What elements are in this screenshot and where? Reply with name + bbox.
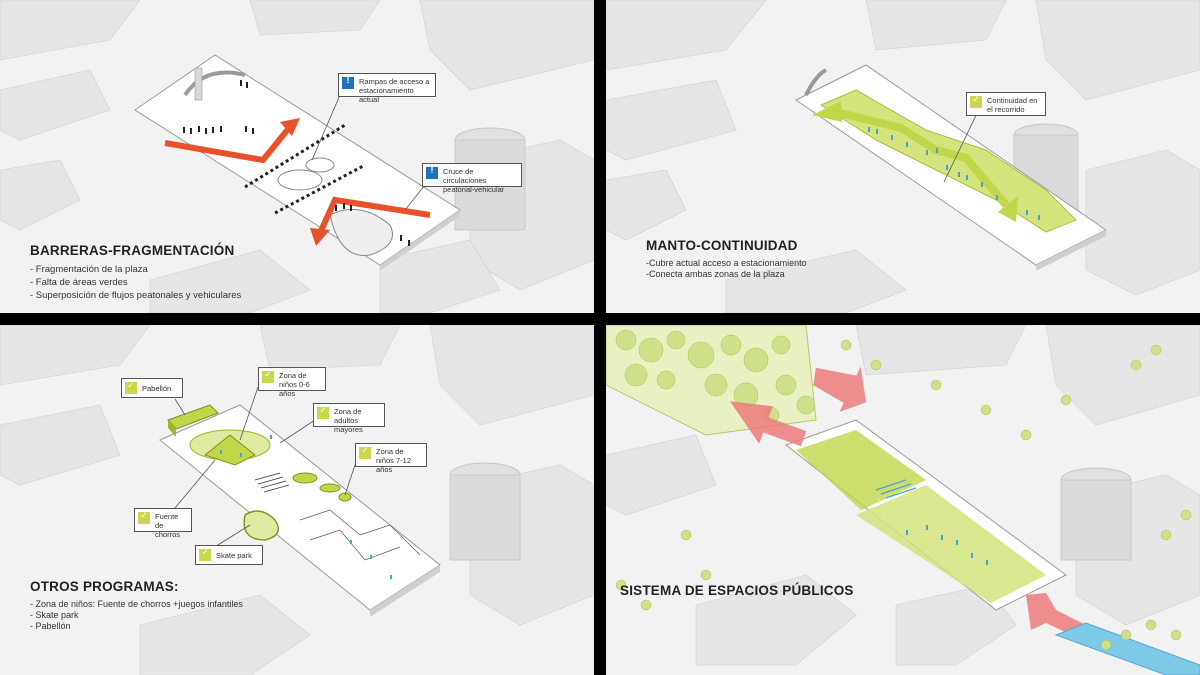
bullet-item: - Fragmentación de la plaza <box>30 264 148 275</box>
callout-continuidad: Continuidad en el recorrido <box>966 92 1046 116</box>
panel-title: OTROS PROGRAMAS: <box>30 579 179 594</box>
panel-barreras: Rampas de acceso a estacionamiento actua… <box>0 0 594 313</box>
callout-pabellon-text: Pabellón <box>142 384 172 393</box>
manto-diagram <box>606 0 1200 313</box>
callout-ninos-712-text: Zona de niños 7-12 años <box>376 447 412 474</box>
bullet-item: -Cubre actual acceso a estacionamiento <box>646 258 807 268</box>
callout-cruce: Cruce de circulaciones peatonal-vehicula… <box>422 163 522 194</box>
callout-skate: Skate park <box>195 545 263 565</box>
check-icon <box>970 96 982 108</box>
bullet-item: - Pabellón <box>30 621 71 631</box>
callout-fuente-text: Fuente de chorros <box>155 512 181 539</box>
check-icon <box>317 407 329 419</box>
otros-diagram <box>0 325 594 675</box>
callout-rampas: Rampas de acceso a estacionamiento actua… <box>338 73 436 104</box>
check-icon <box>199 549 211 561</box>
barreras-diagram <box>0 0 594 313</box>
check-icon <box>262 371 274 383</box>
callout-fuente: Fuente de chorros <box>134 508 192 539</box>
callout-ninos-712: Zona de niños 7-12 años <box>355 443 427 474</box>
sistema-diagram <box>606 325 1200 675</box>
callout-pabellon: Pabellón <box>121 378 183 398</box>
bullet-list: -Cubre actual acceso a estacionamiento -… <box>646 258 807 280</box>
callout-ninos-06: Zona de niños 0-6 años <box>258 367 326 398</box>
bullet-list: - Fragmentación de la plaza - Falta de á… <box>30 263 241 302</box>
callout-adultos-text: Zona de adultos mayores <box>334 407 363 434</box>
callout-adultos: Zona de adultos mayores <box>313 403 385 434</box>
bullet-list: - Zona de niños: Fuente de chorros +jueg… <box>30 599 243 632</box>
panel-otros: Pabellón Zona de niños 0-6 años Zona de … <box>0 325 594 675</box>
panel-sistema: SISTEMA DE ESPACIOS PÚBLICOS <box>606 325 1200 675</box>
bullet-item: - Superposición de flujos peatonales y v… <box>30 290 242 301</box>
panel-title: MANTO-CONTINUIDAD <box>646 238 798 253</box>
callout-cruce-text: Cruce de circulaciones peatonal-vehicula… <box>443 167 505 194</box>
panel-title: SISTEMA DE ESPACIOS PÚBLICOS <box>620 583 854 598</box>
check-icon <box>125 382 137 394</box>
callout-continuidad-text: Continuidad en el recorrido <box>987 96 1038 114</box>
bullet-item: - Falta de áreas verdes <box>30 277 128 288</box>
panel-title: BARRERAS-FRAGMENTACIÓN <box>30 243 235 258</box>
warning-icon <box>426 166 438 179</box>
warning-icon <box>342 76 354 89</box>
bullet-item: - Skate park <box>30 610 79 620</box>
callout-rampas-text: Rampas de acceso a estacionamiento actua… <box>359 77 430 104</box>
panel-manto: Continuidad en el recorrido MANTO-CONTIN… <box>606 0 1200 313</box>
callout-skate-text: Skate park <box>216 551 252 560</box>
bullet-item: -Conecta ambas zonas de la plaza <box>646 269 785 279</box>
callout-ninos-06-text: Zona de niños 0-6 años <box>279 371 310 398</box>
check-icon <box>138 512 150 524</box>
check-icon <box>359 447 371 459</box>
bullet-item: - Zona de niños: Fuente de chorros +jueg… <box>30 599 243 609</box>
